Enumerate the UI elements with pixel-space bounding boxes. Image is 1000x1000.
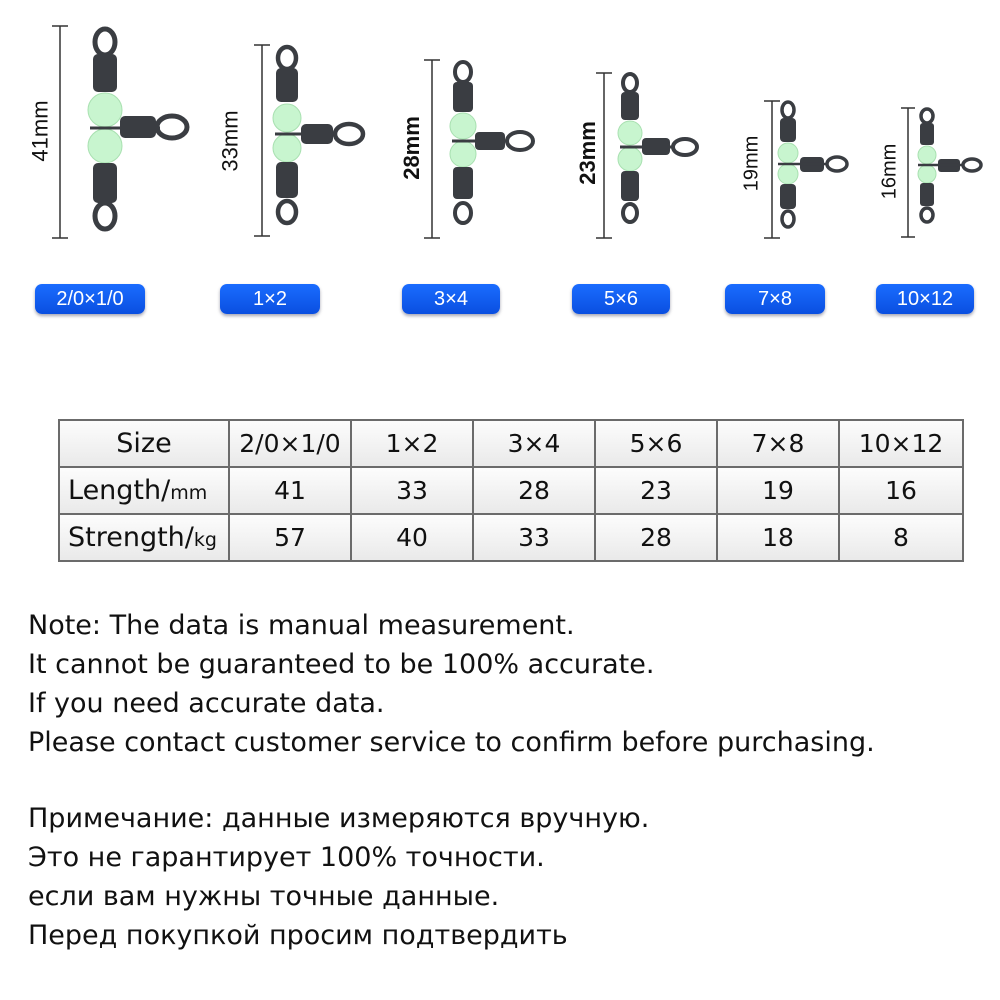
swivel-image-5 — [764, 100, 849, 239]
size-badge-5[interactable]: 7×8 — [725, 284, 825, 314]
swivel-product-row: 41mm 2/0×1/0 33mm 1×2 — [0, 0, 1000, 330]
strength-cell: 8 — [838, 513, 964, 562]
table-row-strength: Strength/kg 57 40 33 28 18 8 — [58, 513, 964, 562]
note-line: It cannot be guaranteed to be 100% accur… — [28, 649, 655, 680]
length-cell: 33 — [350, 466, 474, 515]
size-cell: 5×6 — [594, 419, 718, 468]
length-unit: mm — [170, 482, 208, 504]
size-cell: 1×2 — [350, 419, 474, 468]
strength-label: Strength/ — [68, 522, 194, 553]
length-label: Length/ — [68, 475, 171, 506]
note-line: если вам нужны точные данные. — [28, 881, 500, 912]
size-badge-3[interactable]: 3×4 — [402, 284, 500, 314]
note-line: Это не гарантирует 100% точности. — [28, 842, 545, 873]
swivel-image-3 — [424, 59, 535, 239]
note-line: Please contact customer service to confi… — [28, 727, 875, 758]
notes-english: Note: The data is manual measurement. It… — [28, 606, 875, 762]
swivel-image-4 — [596, 72, 699, 239]
table-row-size: Size 2/0×1/0 1×2 3×4 5×6 7×8 10×12 — [58, 419, 964, 468]
swivel-image-2 — [254, 44, 366, 237]
note-line: If you need accurate data. — [28, 688, 385, 719]
size-cell: 7×8 — [716, 419, 840, 468]
length-header-cell: Length/mm — [58, 466, 230, 515]
length-cell: 28 — [472, 466, 596, 515]
dimension-label-3: 28mm — [398, 116, 424, 180]
length-cell: 19 — [716, 466, 840, 515]
dimension-label-1: 41mm — [27, 100, 53, 162]
strength-cell: 33 — [472, 513, 596, 562]
strength-unit: kg — [193, 529, 217, 551]
size-badge-4[interactable]: 5×6 — [572, 284, 670, 314]
length-cell: 23 — [594, 466, 718, 515]
table-row-length: Length/mm 41 33 28 23 19 16 — [58, 466, 964, 515]
dimension-label-6: 16mm — [878, 143, 901, 200]
dimension-label-2: 33mm — [217, 110, 243, 172]
length-cell: 41 — [228, 466, 352, 515]
length-cell: 16 — [838, 466, 964, 515]
dimension-label-4: 23mm — [574, 121, 600, 185]
strength-cell: 18 — [716, 513, 840, 562]
size-cell: 2/0×1/0 — [228, 419, 352, 468]
dimension-label-5: 19mm — [740, 135, 763, 192]
notes-russian: Примечание: данные измеряются вручную. Э… — [28, 799, 649, 955]
size-badge-1[interactable]: 2/0×1/0 — [35, 284, 145, 314]
strength-cell: 40 — [350, 513, 474, 562]
size-cell: 3×4 — [472, 419, 596, 468]
size-header-cell: Size — [58, 419, 230, 468]
swivel-image-1 — [52, 25, 190, 239]
spec-table: Size 2/0×1/0 1×2 3×4 5×6 7×8 10×12 Lengt… — [58, 419, 964, 562]
swivel-image-6 — [901, 107, 983, 238]
size-cell: 10×12 — [838, 419, 964, 468]
strength-cell: 57 — [228, 513, 352, 562]
size-badge-2[interactable]: 1×2 — [220, 284, 320, 314]
note-line: Note: The data is manual measurement. — [28, 610, 575, 641]
strength-cell: 28 — [594, 513, 718, 562]
strength-header-cell: Strength/kg — [58, 513, 230, 562]
note-line: Перед покупкой просим подтвердить — [28, 920, 568, 951]
size-badge-6[interactable]: 10×12 — [876, 284, 974, 314]
note-line: Примечание: данные измеряются вручную. — [28, 803, 650, 834]
